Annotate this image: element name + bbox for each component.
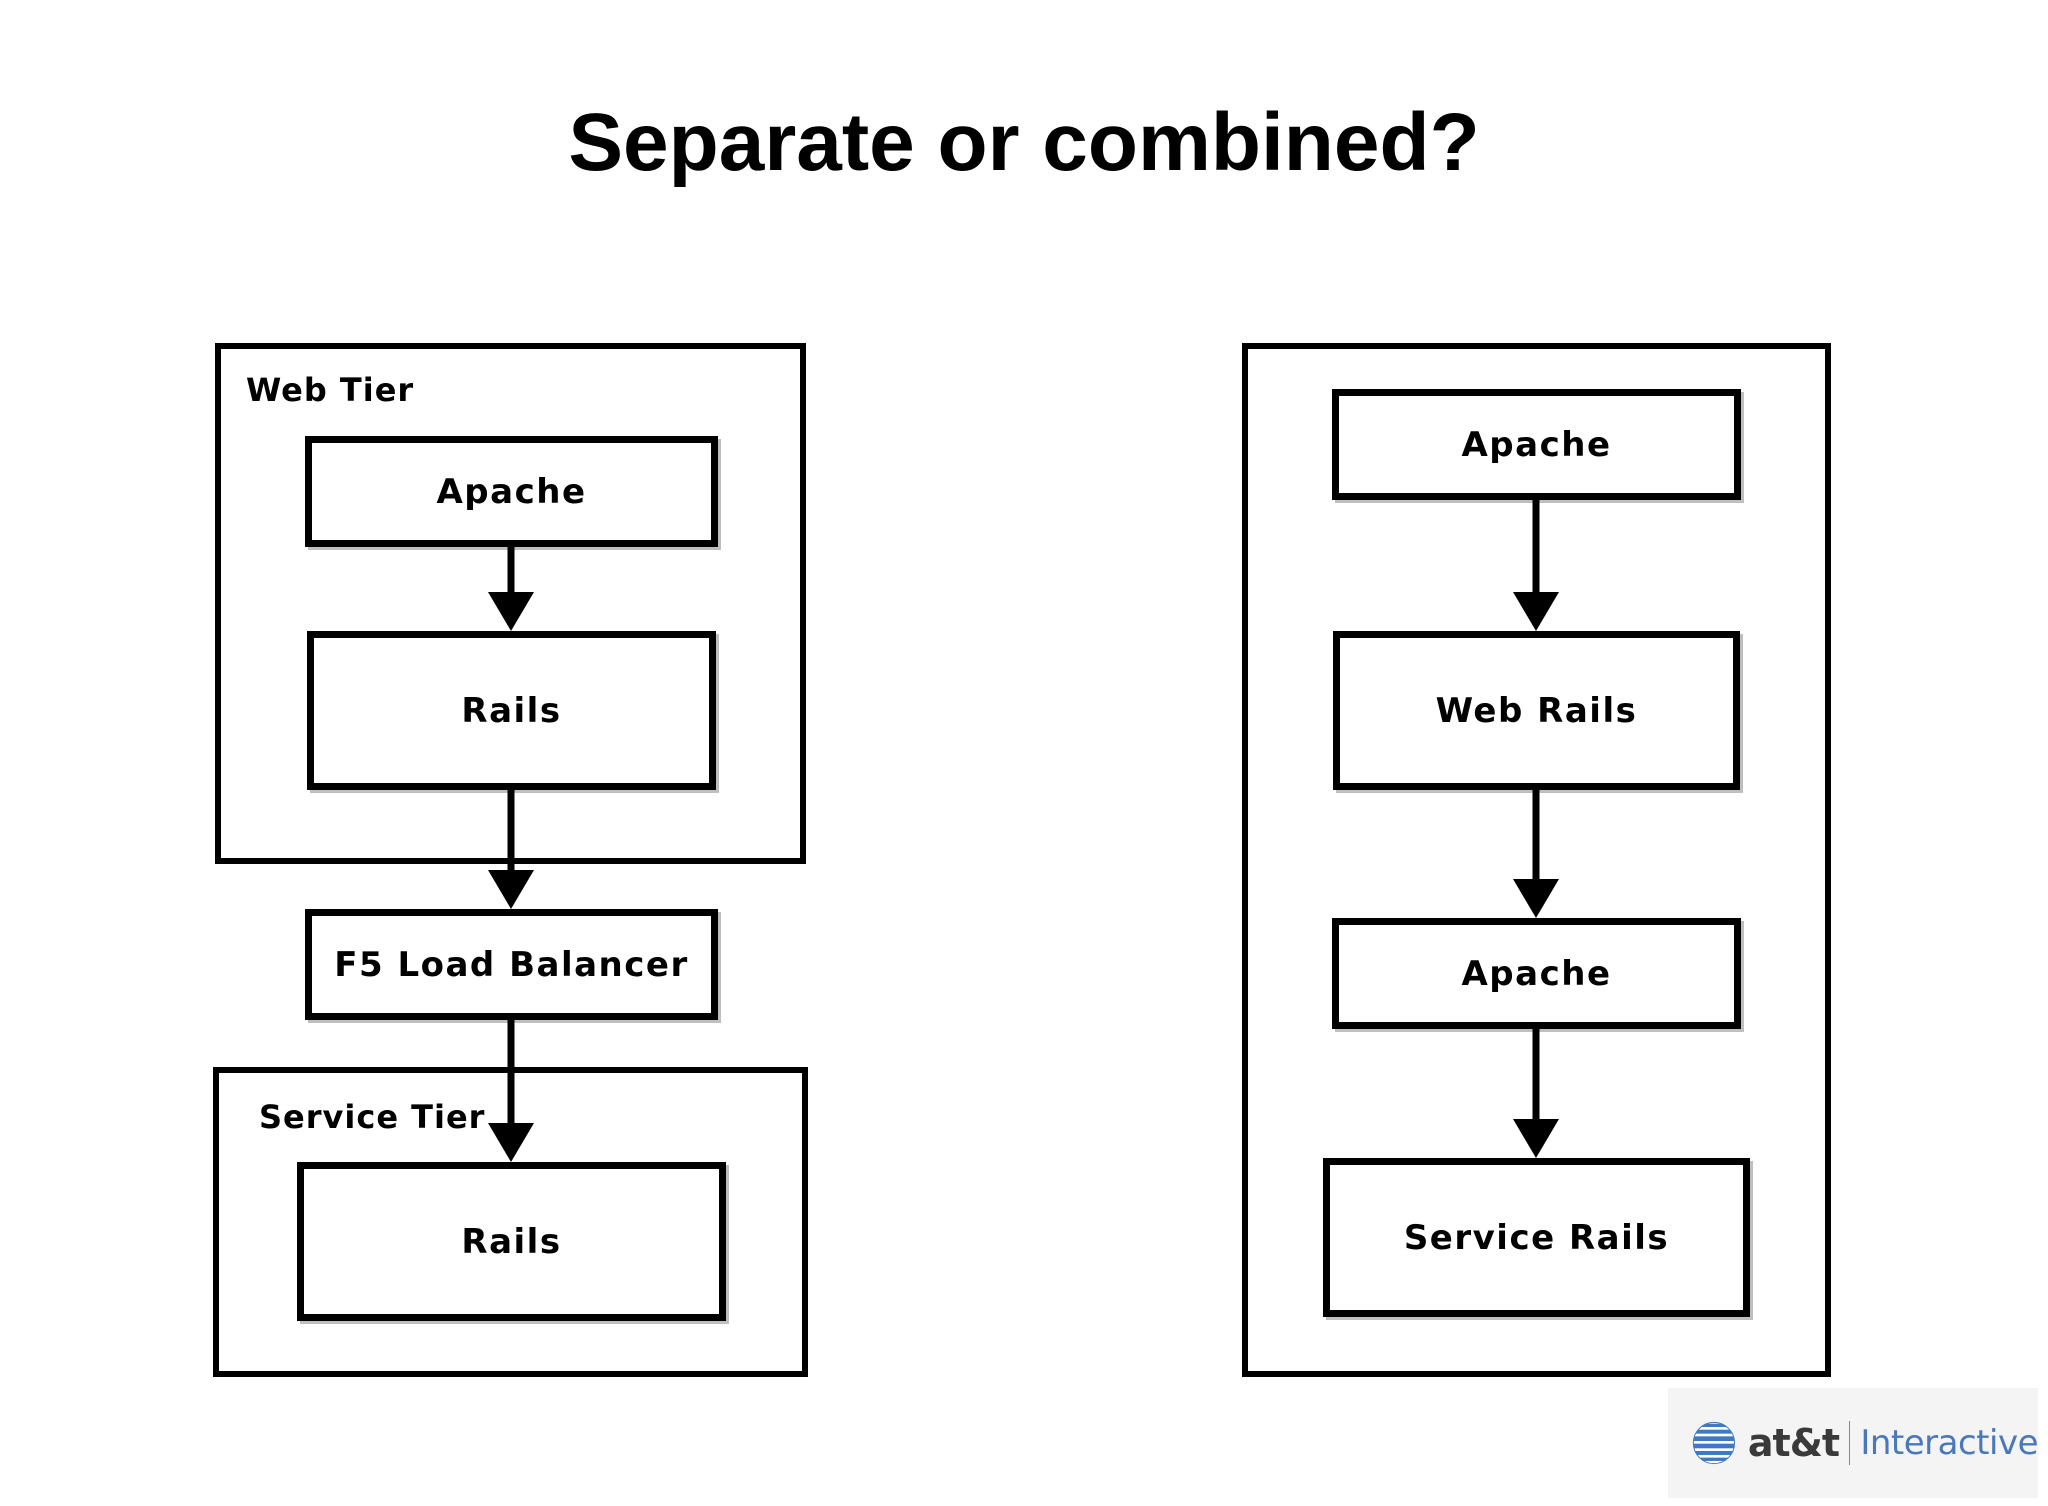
web-tier-label: Web Tier [246, 371, 415, 409]
logo-brand-text: at&t [1747, 1421, 1840, 1465]
service-tier-label: Service Tier [259, 1098, 486, 1136]
load-balancer-box: F5 Load Balancer [305, 909, 718, 1020]
arrowhead-2 [488, 870, 534, 909]
slide-title: Separate or combined? [568, 97, 1480, 188]
att-globe-icon [1692, 1421, 1736, 1465]
logo-product-text: Interactive [1860, 1423, 2038, 1463]
combined-frame [1242, 343, 1831, 1377]
web-rails-box: Rails [307, 631, 716, 790]
right-web-rails-box: Web Rails [1333, 631, 1740, 790]
logo-divider [1849, 1421, 1851, 1465]
right-apache-bottom-box: Apache [1332, 918, 1741, 1029]
right-service-rails-box: Service Rails [1323, 1158, 1750, 1317]
right-apache-top-box: Apache [1332, 389, 1741, 500]
web-apache-box: Apache [305, 436, 718, 547]
service-rails-box: Rails [297, 1162, 726, 1321]
att-interactive-logo: at&t Interactive [1668, 1388, 2038, 1498]
